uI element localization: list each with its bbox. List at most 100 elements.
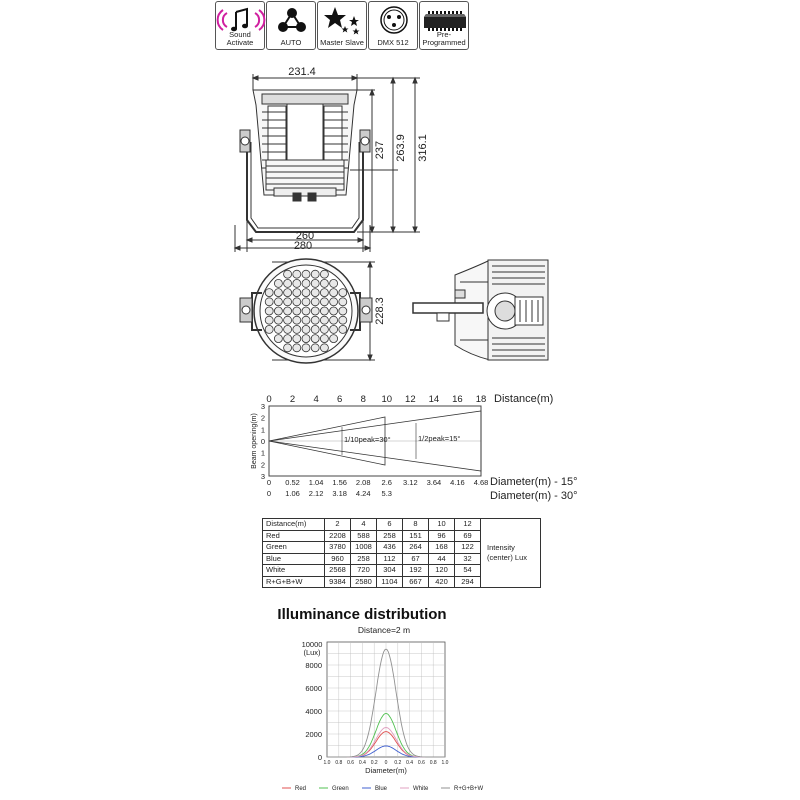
led-lens [264, 324, 274, 334]
led-array [264, 269, 348, 353]
led-lens [301, 315, 311, 325]
chart-x-tick-label: 0.2 [371, 760, 378, 766]
led-lens [310, 278, 320, 288]
led-lens [292, 315, 302, 325]
chart-x-tick-label: 0.8 [430, 760, 437, 766]
dimension-drawings: 231.4 237 263.9 316.1 260 280 228.3 [233, 66, 549, 364]
table-cell: 122 [454, 541, 481, 554]
beam-30deg [268, 416, 386, 466]
led-lens [319, 334, 329, 344]
led-lens [329, 288, 339, 298]
table-cell: 96 [428, 529, 455, 542]
table-cell: 69 [454, 529, 481, 542]
table-cell: 2580 [350, 575, 377, 588]
beam-y-axis-label: Beam opening(m) [251, 413, 258, 469]
led-lens [310, 324, 320, 334]
led-lens [310, 306, 320, 316]
table-cell: 151 [402, 529, 429, 542]
led-lens [310, 269, 320, 279]
led-lens [338, 297, 348, 307]
chart-series-line [327, 648, 445, 758]
chart-x-tick-label: 0 [385, 760, 388, 766]
led-lens [301, 278, 311, 288]
led-lens [292, 324, 302, 334]
led-lens [338, 288, 348, 298]
legend-label: Green [332, 786, 349, 792]
led-lens [292, 288, 302, 298]
diameter-30-tick-label: 2.12 [309, 489, 324, 498]
distance-tick-label: 10 [381, 394, 392, 405]
led-lens [273, 324, 283, 334]
led-lens [292, 334, 302, 344]
led-lens [310, 343, 320, 353]
beam-y-tick-label: 2 [261, 460, 265, 469]
led-lens [329, 306, 339, 316]
chart-y-tick-label: 6000 [305, 684, 322, 693]
led-lens [329, 324, 339, 334]
led-lens [319, 315, 329, 325]
beam-y-tick-label: 3 [261, 402, 265, 411]
led-lens [338, 324, 348, 334]
led-lens [329, 278, 339, 288]
table-cell: 2 [324, 518, 351, 531]
table-cell: 2208 [324, 529, 351, 542]
led-lens [329, 297, 339, 307]
led-lens [319, 306, 329, 316]
dim-top-width: 231.4 [288, 66, 316, 78]
led-lens [283, 334, 293, 344]
diameter-15-label: Diameter(m) - 15° [490, 476, 578, 488]
legend-label: Red [295, 786, 306, 792]
table-cell: 9384 [324, 575, 351, 588]
table-cell: 420 [428, 575, 455, 588]
diameter-30-tick-label: 4.24 [356, 489, 371, 498]
table-cell: 436 [376, 541, 403, 554]
diameter-15-tick-label: 2.6 [382, 478, 392, 487]
led-lens [301, 297, 311, 307]
feature-auto: AUTO [266, 1, 316, 50]
beam-y-tick-label: 3 [261, 472, 265, 481]
led-lens [292, 343, 302, 353]
led-lens [273, 306, 283, 316]
table-cell: 192 [402, 564, 429, 577]
led-lens [310, 288, 320, 298]
legend-label: R+G+B+W [454, 786, 484, 792]
led-lens [319, 278, 329, 288]
led-lens [283, 306, 293, 316]
chart-x-tick-label: 0.2 [394, 760, 401, 766]
chart-ylabel-unit: (Lux) [303, 648, 321, 657]
distance-tick-label: 14 [429, 394, 440, 405]
led-lens [283, 315, 293, 325]
led-lens [329, 315, 339, 325]
table-cell: 264 [402, 541, 429, 554]
rear-view-drawing [412, 259, 549, 361]
table-cell: 4 [350, 518, 377, 531]
table-cell: 258 [350, 552, 377, 565]
chart-x-tick-label: 0.6 [418, 760, 425, 766]
legend-label: Blue [375, 786, 388, 792]
led-lens [273, 297, 283, 307]
chart-y-tick-label: 8000 [305, 661, 322, 670]
illuminance-chart: Illuminance distribution Distance=2 m 10… [277, 606, 484, 792]
distance-tick-label: 12 [405, 394, 416, 405]
chart-y-tick-label: 0 [318, 753, 322, 762]
diameter-30-tick-label: 1.06 [285, 489, 300, 498]
dim-width-1: 260 [296, 230, 314, 242]
table-cell: 8 [402, 518, 429, 531]
table-cell: 3780 [324, 541, 351, 554]
intensity-note: Intensity(center) Lux [480, 518, 541, 588]
distance-axis-label: Distance(m) [494, 393, 553, 405]
led-lens [292, 306, 302, 316]
table-cell: Blue [262, 552, 325, 565]
table-cell: 258 [376, 529, 403, 542]
led-lens [283, 343, 293, 353]
distance-tick-label: 16 [452, 394, 463, 405]
led-lens [283, 269, 293, 279]
table-cell: 12 [454, 518, 481, 531]
led-lens [264, 288, 274, 298]
led-lens [301, 343, 311, 353]
dim-width-2: 280 [294, 240, 312, 252]
led-lens [319, 288, 329, 298]
